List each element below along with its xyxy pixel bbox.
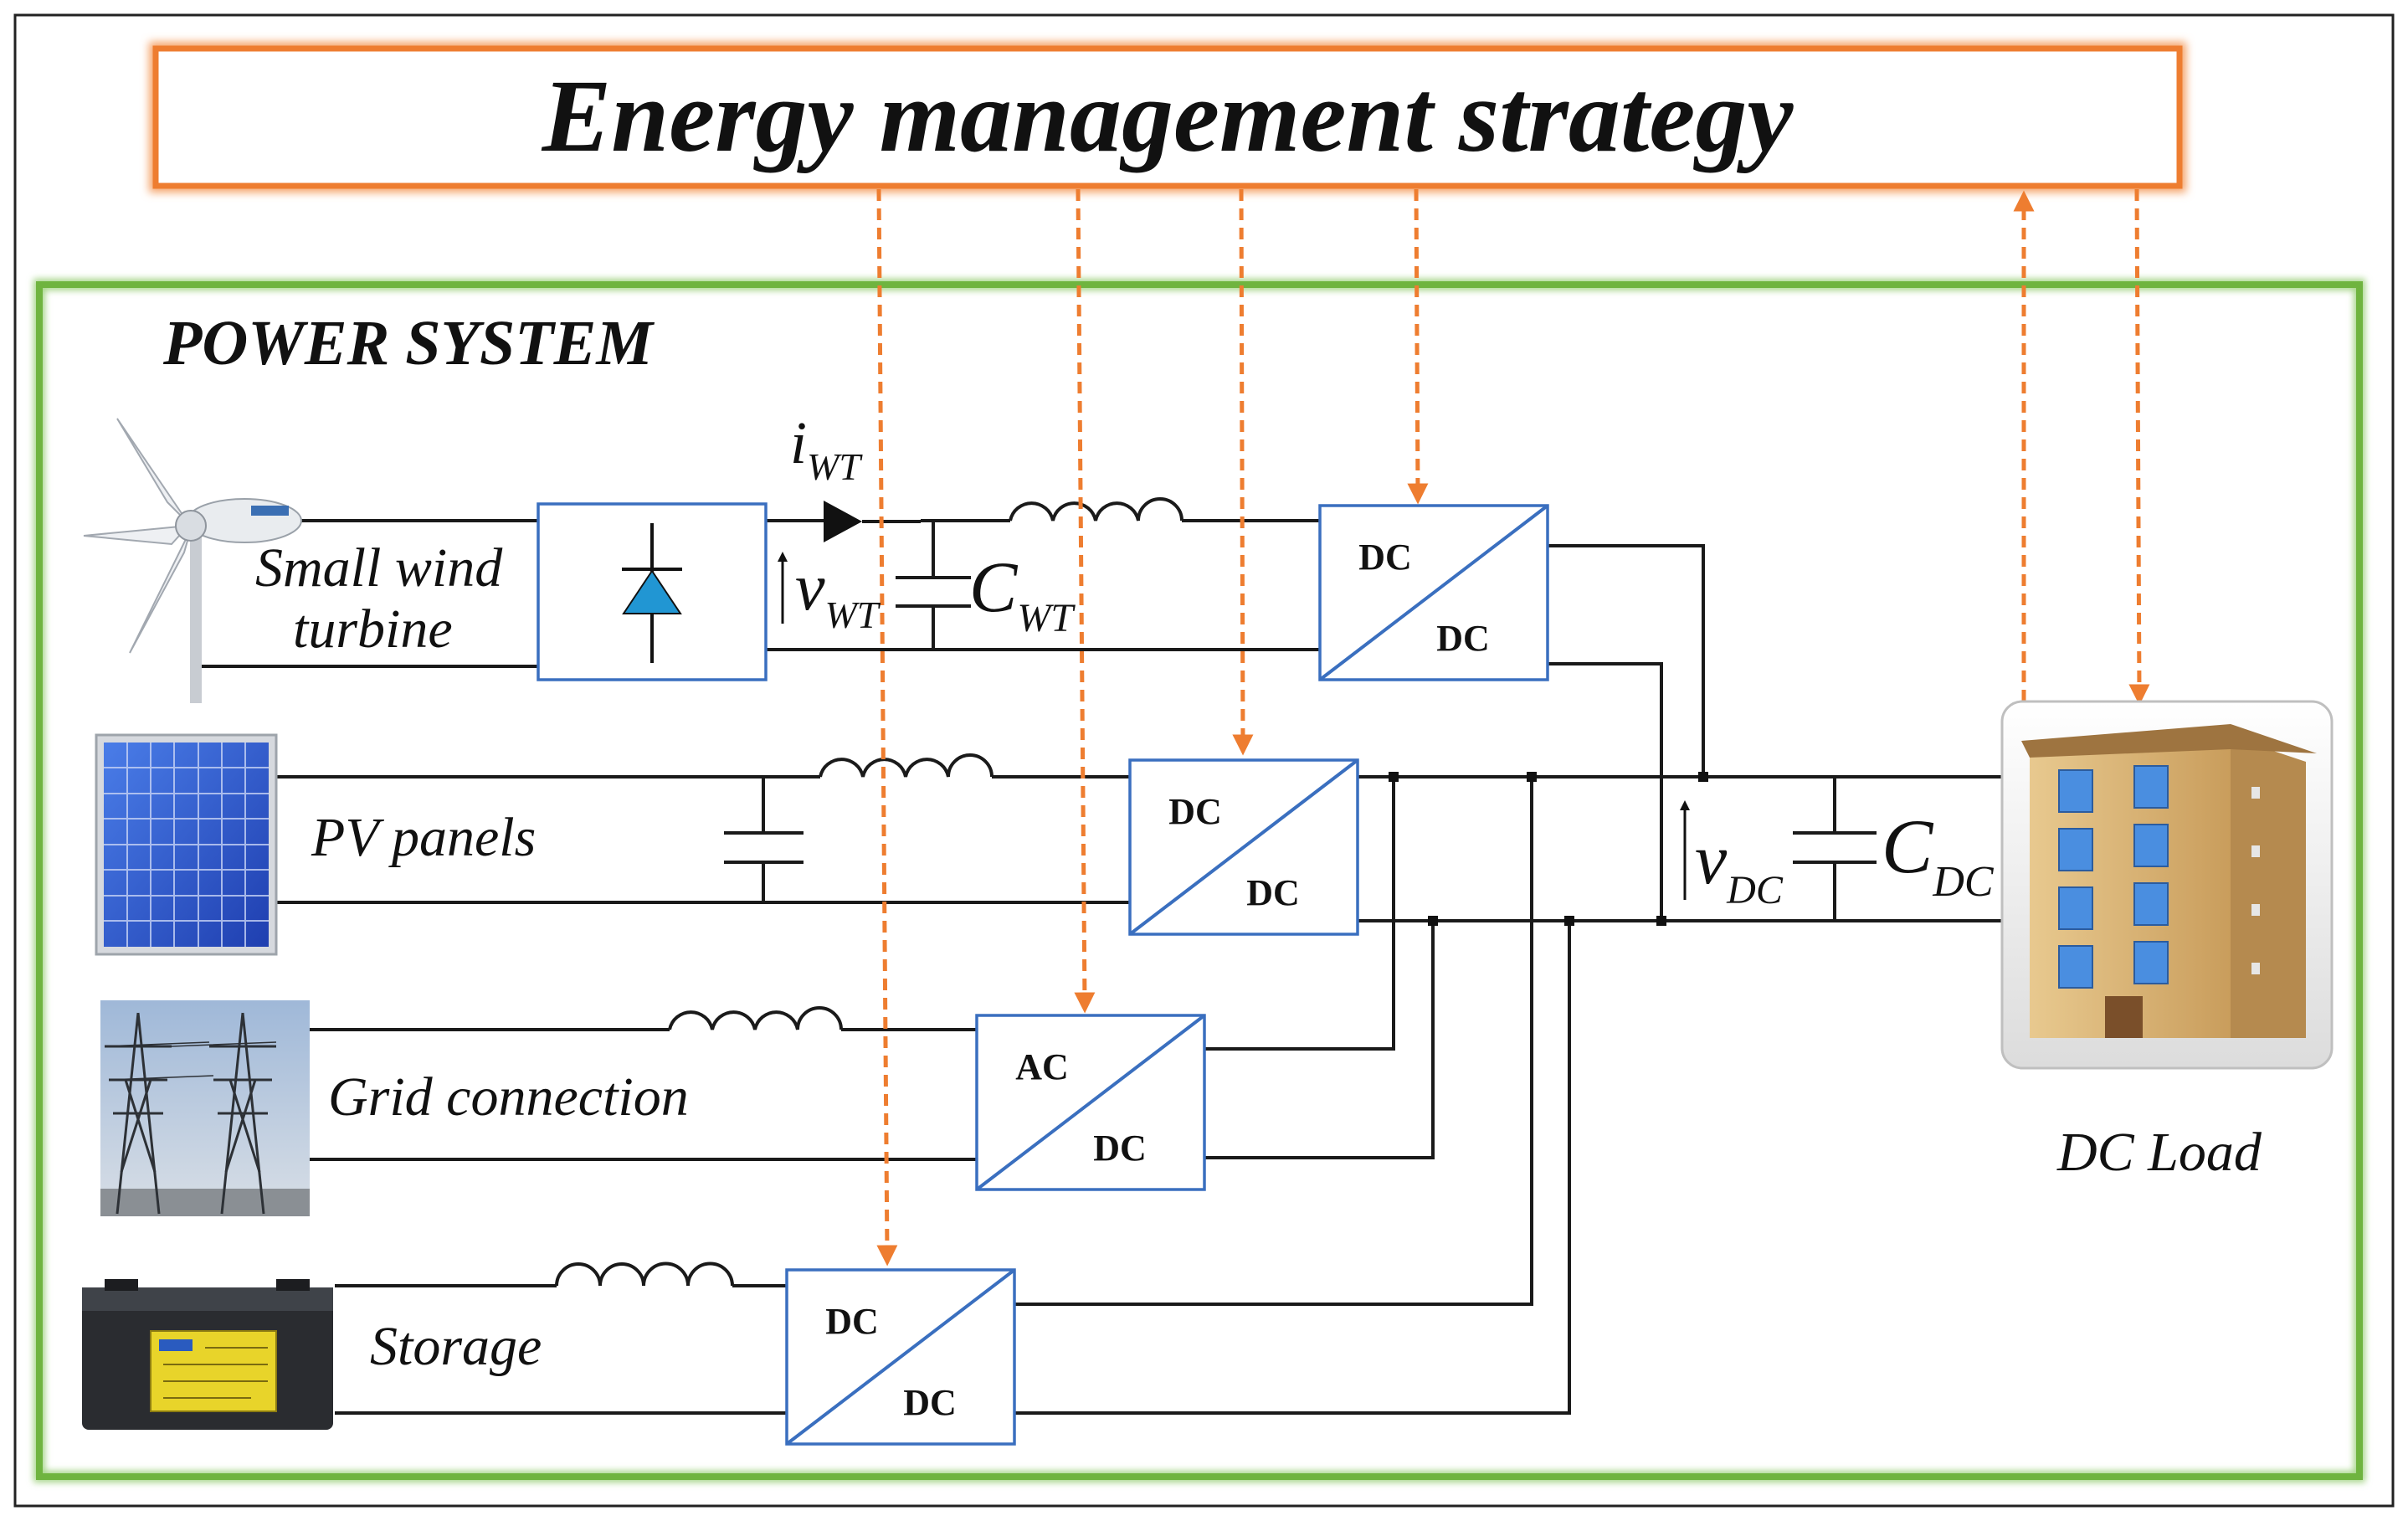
wind-label-line2: turbine	[293, 599, 453, 660]
control-lines	[876, 188, 2150, 1267]
v-dc-label: vDC	[1695, 819, 1784, 912]
current-arrow	[824, 501, 862, 542]
c-wt-label: CWT	[969, 547, 1076, 640]
outer-frame	[13, 13, 2395, 1508]
building-icon	[2000, 700, 2334, 1070]
diode-icon	[622, 569, 682, 614]
converter-storage-bottom-label: DC	[903, 1382, 957, 1423]
rectifier-block	[537, 502, 768, 681]
converter-pv: DC DC	[1128, 758, 1359, 936]
converter-wind-bottom-label: DC	[1436, 618, 1490, 659]
transmission-tower-icon	[100, 1000, 310, 1216]
v-wt-label: vWT	[795, 551, 881, 636]
power-system-box: POWER SYSTEM	[33, 279, 2365, 1482]
storage-label: Storage	[370, 1316, 542, 1377]
converter-pv-top-label: DC	[1168, 791, 1222, 832]
wind-turbine-icon	[83, 418, 302, 703]
power-system-title: POWER SYSTEM	[162, 308, 655, 378]
pv-label: PV panels	[311, 807, 536, 868]
converter-grid: AC DC	[975, 1014, 1206, 1191]
load-label: DC Load	[2056, 1122, 2262, 1183]
battery-icon	[82, 1279, 333, 1430]
solar-panel-icon	[95, 733, 278, 956]
ems-box: Energy management strategy	[149, 42, 2186, 193]
converter-wind: DC DC	[1318, 504, 1549, 681]
converter-grid-top-label: AC	[1015, 1046, 1069, 1087]
converter-wind-top-label: DC	[1358, 537, 1412, 578]
converter-storage: DC DC	[785, 1268, 1016, 1446]
c-dc-label: CDC	[1882, 804, 1995, 906]
power-wiring	[197, 497, 2002, 1415]
converter-storage-top-label: DC	[825, 1301, 879, 1342]
ems-title: Energy management strategy	[542, 59, 1794, 173]
i-wt-label: iWT	[790, 409, 863, 488]
converter-grid-bottom-label: DC	[1093, 1128, 1147, 1169]
grid-label: Grid connection	[328, 1066, 689, 1128]
converter-pv-bottom-label: DC	[1246, 872, 1300, 913]
wind-label-line1: Small wind	[255, 537, 503, 599]
